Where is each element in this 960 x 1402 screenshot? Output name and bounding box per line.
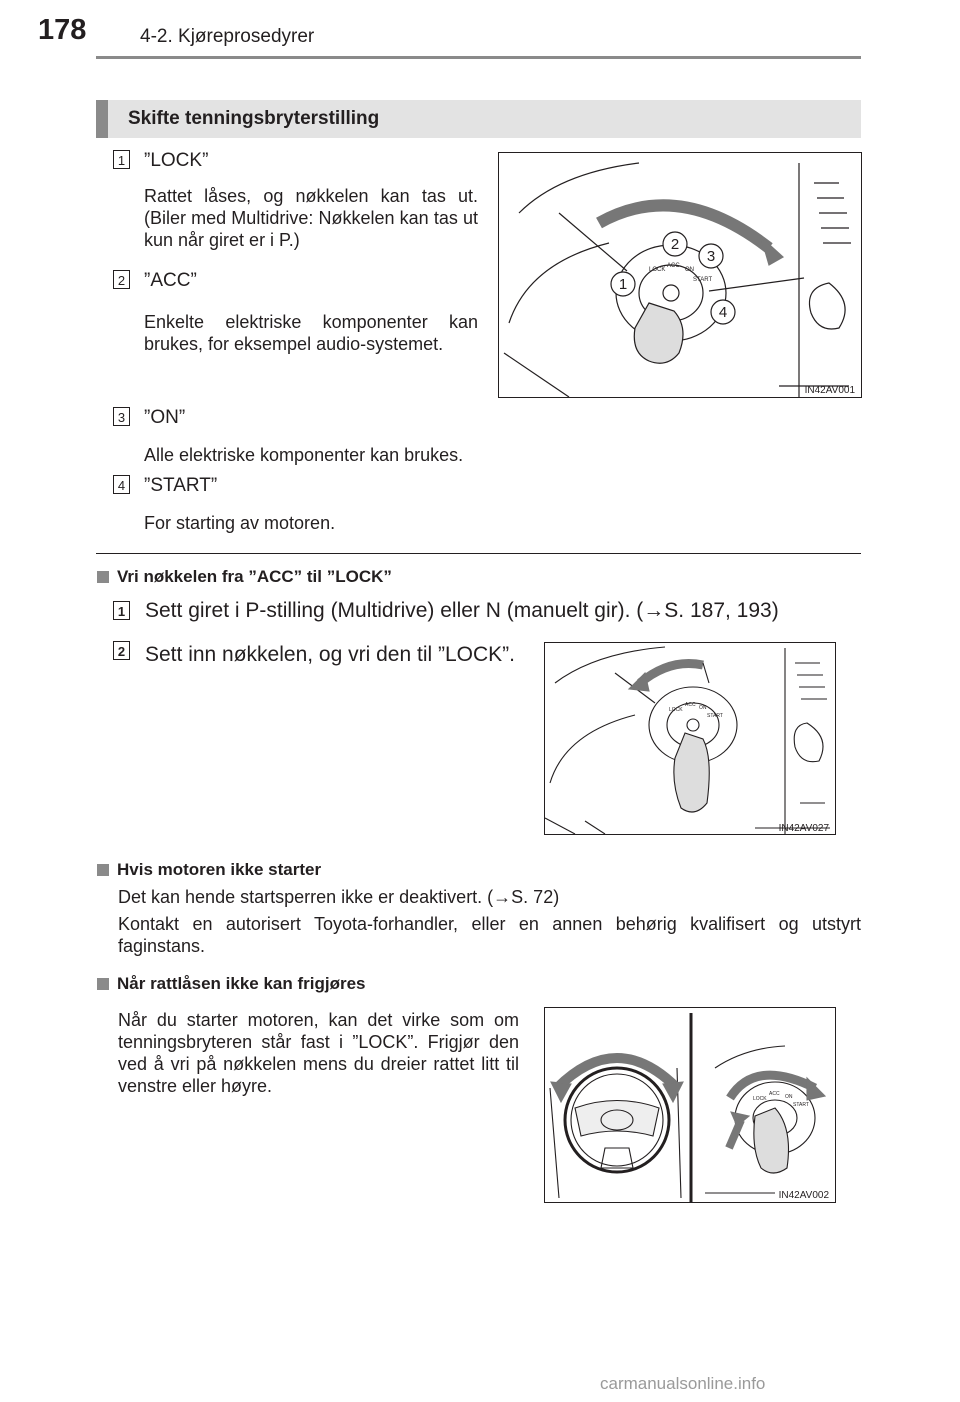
subsection-title: Vri nøkkelen fra ”ACC” til ”LOCK” [117, 567, 392, 586]
figure-code-1: IN42AV001 [805, 385, 856, 396]
position-title-on: ”ON” [144, 407, 186, 428]
chapter-title: 4-2. Kjøreprosedyrer [140, 26, 315, 47]
subsection-title: Hvis motoren ikke starter [117, 860, 322, 879]
section-title: Skifte tenningsbryterstilling [128, 108, 380, 129]
subsection-heading-steering-lock: Når rattlåsen ikke kan frigjøres [97, 974, 366, 994]
subsection-heading-acc-to-lock: Vri nøkkelen fra ”ACC” til ”LOCK” [97, 567, 392, 587]
key-turn-lock-figure: LOCK ACC ON START IN42AV027 [544, 642, 836, 835]
key-label-start: START [793, 1102, 809, 1108]
key-label-lock: LOCK [649, 267, 665, 273]
key-label-on: ON [785, 1094, 793, 1100]
step-text-1: Sett giret i P-stilling (Multidrive) ell… [145, 599, 779, 622]
square-bullet-icon [97, 978, 109, 990]
page-number: 178 [38, 14, 87, 46]
figure-callout-3: 3 [707, 248, 715, 265]
figure-code-2: IN42AV027 [779, 823, 830, 834]
steering-lock-text: Når du starter motoren, kan det virke so… [118, 1010, 519, 1096]
subsection-title: Når rattlåsen ikke kan frigjøres [117, 974, 366, 993]
position-title-lock: ”LOCK” [144, 150, 209, 171]
dealer-contact-note: Kontakt en autorisert Toyota-forhandler,… [118, 914, 861, 956]
footer-watermark: carmanualsonline.info [600, 1374, 766, 1393]
step-text-2: Sett inn nøkkelen, og vri den til ”LOCK”… [145, 643, 515, 666]
position-title-acc: ”ACC” [144, 270, 197, 291]
position-text-on: Alle elektriske komponenter kan brukes. [144, 445, 464, 465]
figure-callout-2: 2 [671, 236, 679, 253]
key-label-acc: ACC [685, 702, 696, 708]
position-text-acc: Enkelte elektriske komponenter kan bruke… [144, 312, 478, 354]
ignition-switch-figure: 1 2 3 4 LOCK ACC ON START IN42AV001 [498, 152, 862, 398]
steering-lock-release-figure: LOCK ACC ON START IN42AV002 [544, 1007, 836, 1203]
position-number-1: 1 [113, 150, 130, 169]
key-label-on: ON [685, 267, 694, 273]
key-label-start: START [693, 277, 712, 283]
key-label-on: ON [699, 705, 707, 711]
key-label-acc: ACC [667, 263, 680, 269]
header-rule [96, 56, 861, 59]
key-label-acc: ACC [769, 1091, 780, 1097]
step-number-2: 2 [113, 641, 130, 660]
immobilizer-note: Det kan hende startsperren ikke er deakt… [118, 887, 560, 907]
position-title-start: ”START” [144, 475, 218, 496]
position-number-4: 4 [113, 475, 130, 494]
position-number-2: 2 [113, 270, 130, 289]
position-text-lock: Rattet låses, og nøkkelen kan tas ut. (B… [144, 186, 478, 250]
subsection-heading-engine-not-starting: Hvis motoren ikke starter [97, 860, 321, 880]
key-label-lock: LOCK [669, 707, 683, 713]
key-label-start: START [707, 713, 723, 719]
position-number-3: 3 [113, 407, 130, 426]
section-divider [96, 553, 861, 554]
step-number-1: 1 [113, 601, 130, 620]
square-bullet-icon [97, 571, 109, 583]
figure-callout-1: 1 [619, 276, 627, 293]
figure-callout-4: 4 [719, 304, 727, 321]
key-label-lock: LOCK [753, 1096, 767, 1102]
position-text-start: For starting av motoren. [144, 513, 336, 533]
square-bullet-icon [97, 864, 109, 876]
figure-code-3: IN42AV002 [779, 1190, 830, 1201]
section-heading: Skifte tenningsbryterstilling [96, 100, 861, 138]
